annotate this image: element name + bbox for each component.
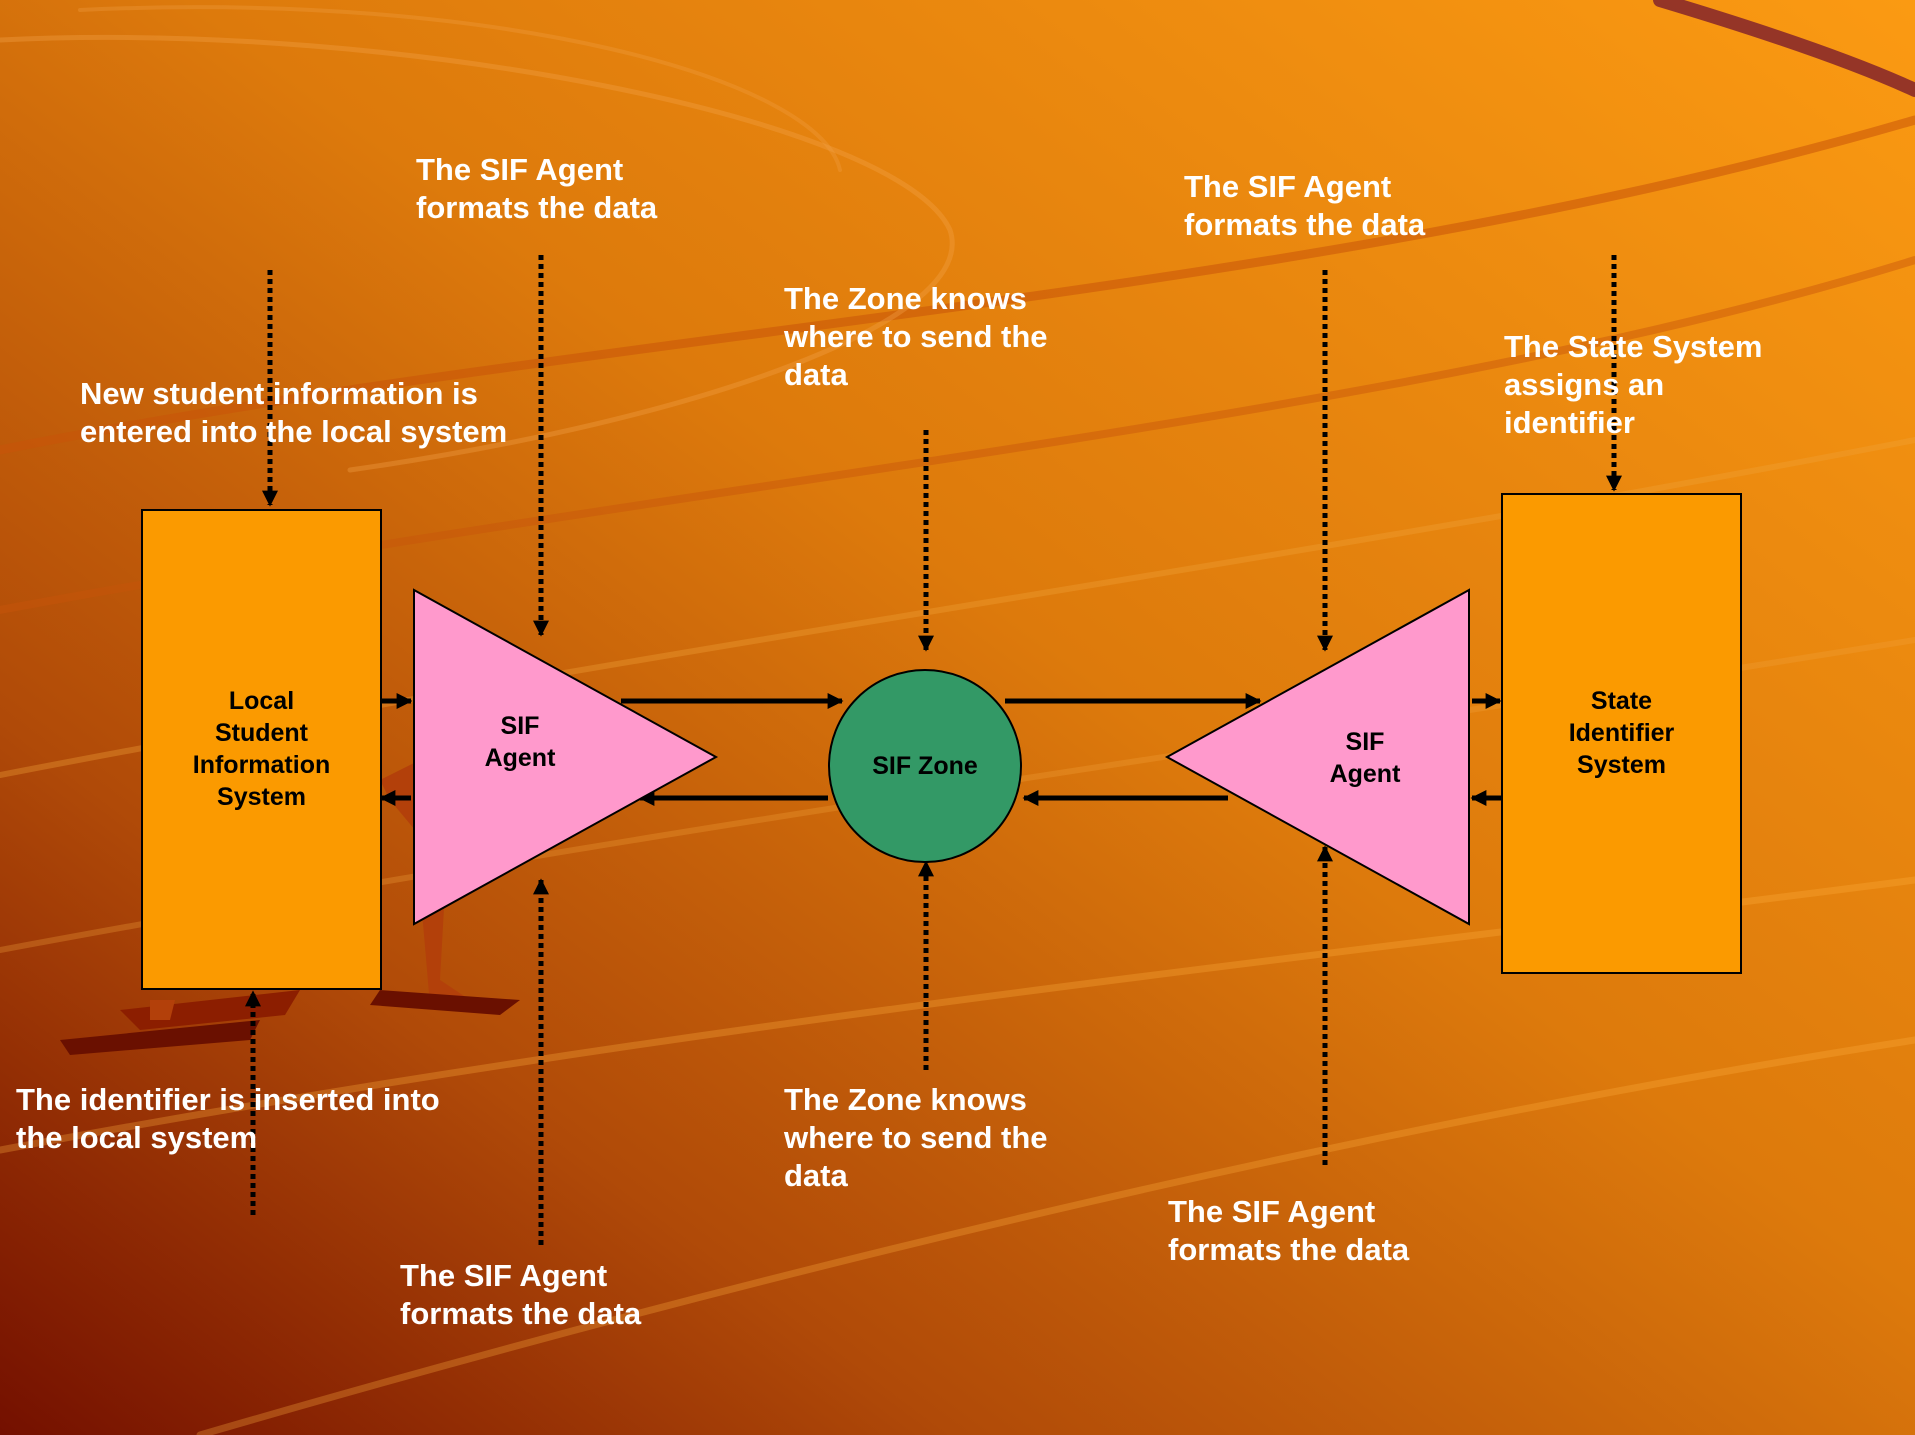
annotation-line: The SIF Agent: [400, 1258, 608, 1293]
state-system-line: System: [1577, 751, 1666, 779]
annotation-line: The identifier is inserted into: [16, 1082, 440, 1117]
sif-zone-line: SIF Zone: [872, 752, 978, 780]
annotation-line: The SIF Agent: [416, 152, 624, 187]
annotation-line: The Zone knows: [784, 1082, 1027, 1117]
annotation-line: data: [784, 357, 848, 392]
annotation-line: where to send the: [784, 1120, 1048, 1155]
sif-agent-right-line: SIF: [1345, 728, 1385, 756]
local-system-label: Local Student Information System: [142, 685, 381, 813]
annotation-line: data: [784, 1158, 848, 1193]
state-system-line: State: [1590, 687, 1653, 715]
annotation-line: New student information is: [80, 376, 478, 411]
annotation-pointers: [244, 255, 1623, 1245]
sif-agent-left-line: SIF: [500, 712, 540, 740]
sif-agent-left-triangle: [413, 588, 719, 926]
annotation-line: The SIF Agent: [1184, 169, 1392, 204]
sif-agent-right-line: Agent: [1329, 760, 1401, 788]
local-system-line: Student: [214, 719, 309, 747]
annotation-agent-formats-top-left: The SIF Agent formats the data: [416, 151, 657, 227]
sif-agent-right-label: SIF Agent: [1300, 726, 1430, 790]
annotation-line: identifier: [1504, 405, 1635, 440]
state-system-label: State Identifier System: [1502, 685, 1741, 781]
annotation-line: assigns an: [1504, 367, 1665, 402]
annotation-line: The Zone knows: [784, 281, 1027, 316]
local-system-line: Local: [228, 687, 295, 715]
annotation-agent-formats-bottom-right: The SIF Agent formats the data: [1168, 1193, 1409, 1269]
annotation-agent-formats-bottom-left: The SIF Agent formats the data: [400, 1257, 641, 1333]
state-system-line: Identifier: [1568, 719, 1675, 747]
annotation-zone-knows-bottom: The Zone knows where to send the data: [784, 1081, 1048, 1195]
annotation-line: formats the data: [416, 190, 658, 225]
sif-agent-right-triangle: [1164, 588, 1470, 926]
sif-agent-left-line: Agent: [484, 744, 556, 772]
annotation-identifier-inserted: The identifier is inserted into the loca…: [16, 1081, 440, 1157]
annotation-new-student: New student information is entered into …: [80, 375, 507, 451]
annotation-line: The SIF Agent: [1168, 1194, 1376, 1229]
sif-zone-label: SIF Zone: [829, 750, 1021, 782]
local-system-line: System: [217, 783, 306, 811]
annotation-line: the local system: [16, 1120, 258, 1155]
sif-zone-circle: [828, 669, 1022, 863]
flow-arrows: [379, 692, 1502, 807]
annotation-line: formats the data: [400, 1296, 642, 1331]
annotation-agent-formats-top-right: The SIF Agent formats the data: [1184, 168, 1425, 244]
annotation-line: where to send the: [784, 319, 1048, 354]
state-system-box: [1501, 493, 1742, 974]
local-system-line: Information: [192, 751, 331, 779]
annotation-line: The State System: [1504, 329, 1763, 364]
annotation-line: formats the data: [1184, 207, 1426, 242]
annotation-state-assigns: The State System assigns an identifier: [1504, 328, 1762, 442]
annotation-line: entered into the local system: [80, 414, 508, 449]
annotation-line: formats the data: [1168, 1232, 1410, 1267]
annotation-zone-knows-top: The Zone knows where to send the data: [784, 280, 1048, 394]
sif-agent-left-label: SIF Agent: [455, 710, 585, 774]
local-system-box: [141, 509, 382, 990]
